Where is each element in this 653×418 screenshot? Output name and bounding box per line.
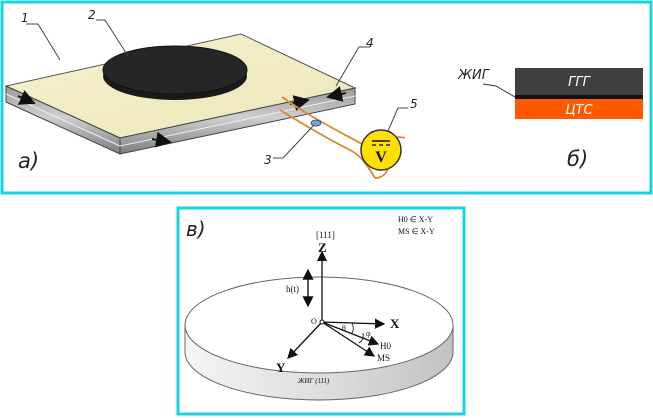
plate-assembly: V: [4, 33, 406, 179]
h0-vector: [321, 321, 380, 346]
origin-label: O: [311, 317, 317, 326]
panel-c-label: в): [186, 217, 206, 241]
dark-disk-top: [102, 45, 248, 95]
condition-ms: MS ∈ X-Y: [398, 227, 435, 236]
axes: [287, 250, 386, 359]
disk-label: ЖИГ (111): [297, 377, 330, 385]
callout-line: [282, 125, 314, 159]
direction-label: [111]: [316, 230, 335, 240]
substrate-pointer: [482, 83, 497, 87]
condition-h0: H0 ∈ X-Y: [398, 215, 433, 224]
phi-arc: [358, 332, 364, 344]
callout-line: [104, 19, 129, 57]
substrate-label: ЖИГ: [457, 68, 491, 83]
panel-b-label: б): [567, 147, 588, 171]
callout-line: [387, 107, 399, 132]
layer-stack: ГГГ ЦТС ЖИГ: [457, 68, 643, 119]
panel-a-label: а): [18, 149, 39, 173]
ms-label: MS: [377, 353, 390, 363]
side-arrow: [326, 86, 347, 102]
axis-z-label: Z: [318, 240, 327, 255]
substrate-pointer: [495, 85, 516, 98]
side-arrow: [289, 95, 310, 111]
callout-line: [335, 46, 360, 87]
axis-y-label: Y: [276, 360, 286, 375]
x-axis: [321, 318, 386, 329]
substrate-layer: [515, 95, 643, 99]
h-field-label: h(t): [286, 284, 299, 294]
callout-1: 1: [21, 11, 29, 25]
callout-line: [37, 23, 61, 61]
voltmeter-symbol: V: [375, 149, 387, 166]
origin-point: [319, 319, 325, 325]
callout-2: 2: [88, 8, 96, 22]
ms-vector: [321, 321, 376, 357]
top-layer: [515, 68, 643, 95]
contact-point: [310, 119, 322, 127]
callout-3: 3: [264, 153, 272, 167]
y-axis: [287, 321, 323, 359]
axis-x-label: X: [390, 316, 400, 331]
theta-arc: [350, 322, 354, 335]
side-arrow: [151, 131, 172, 148]
callout-5: 5: [410, 97, 418, 111]
h0-label: H0: [380, 341, 391, 351]
wire-lower: [279, 109, 376, 179]
callouts-a: 1 2 3 4 5: [21, 8, 418, 167]
voltmeter-icon: [360, 129, 402, 171]
bottom-layer: [515, 99, 643, 119]
phi-label: φ: [366, 329, 371, 338]
callout-4: 4: [366, 36, 374, 50]
theta-label: θ: [342, 324, 346, 333]
bottom-layer-label: ЦТС: [565, 103, 593, 118]
side-arrow: [17, 90, 36, 105]
yig-disk: [184, 276, 454, 401]
top-layer-label: ГГГ: [568, 75, 591, 90]
